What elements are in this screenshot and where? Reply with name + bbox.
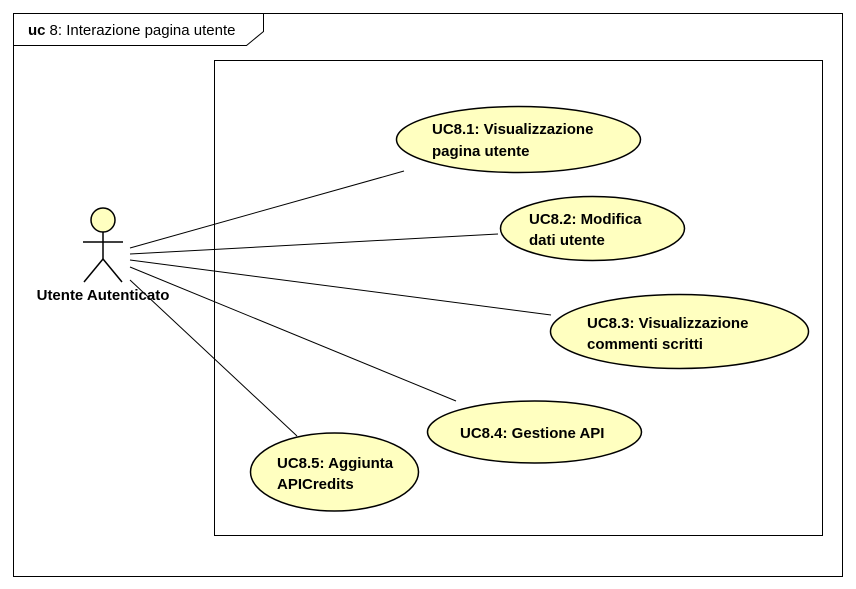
use-case-label-line1: UC8.1: Visualizzazione (432, 121, 593, 138)
use-case-ellipse (395, 105, 642, 174)
use-case-uc8-1[interactable]: UC8.1: Visualizzazione pagina utente (395, 105, 642, 174)
association-uc8-3 (129, 259, 552, 316)
use-case-label-line2: APICredits (277, 476, 354, 493)
associations (129, 170, 552, 437)
frame-keyword: uc (28, 22, 46, 39)
use-case-ellipse (499, 195, 686, 262)
use-case-uc8-5[interactable]: UC8.5: Aggiunta APICredits (249, 432, 420, 512)
use-case-label-line1: UC8.4: Gestione API (460, 425, 604, 442)
association-uc8-5 (129, 279, 298, 437)
use-case-label-line2: dati utente (529, 232, 605, 249)
use-case-uc8-4[interactable]: UC8.4: Gestione API (426, 400, 643, 464)
association-uc8-2 (129, 233, 499, 255)
use-case-label-line1: UC8.2: Modifica (529, 211, 642, 228)
actor-name: Utente Autenticato (37, 287, 170, 304)
use-case-ellipse (249, 432, 420, 512)
frame-tab (13, 13, 264, 46)
actor-left-leg (83, 258, 104, 283)
use-case-label-line2: commenti scritti (587, 336, 703, 353)
use-case-label-line1: UC8.3: Visualizzazione (587, 315, 748, 332)
frame-title-text: 8: Interazione pagina utente (50, 22, 236, 39)
use-case-label-line1: UC8.5: Aggiunta (277, 455, 394, 472)
association-uc8-4 (129, 266, 457, 402)
use-case-ellipse (426, 400, 643, 464)
actor-right-leg (102, 258, 123, 283)
association-uc8-1 (129, 170, 405, 249)
use-case-uc8-2[interactable]: UC8.2: Modifica dati utente (499, 195, 686, 262)
actor-figure[interactable] (83, 207, 123, 283)
use-case-uc8-3[interactable]: UC8.3: Visualizzazione commenti scritti (549, 293, 810, 370)
use-case-ellipse (549, 293, 810, 370)
actor-head-icon (90, 207, 116, 233)
use-case-label-line2: pagina utente (432, 143, 530, 160)
